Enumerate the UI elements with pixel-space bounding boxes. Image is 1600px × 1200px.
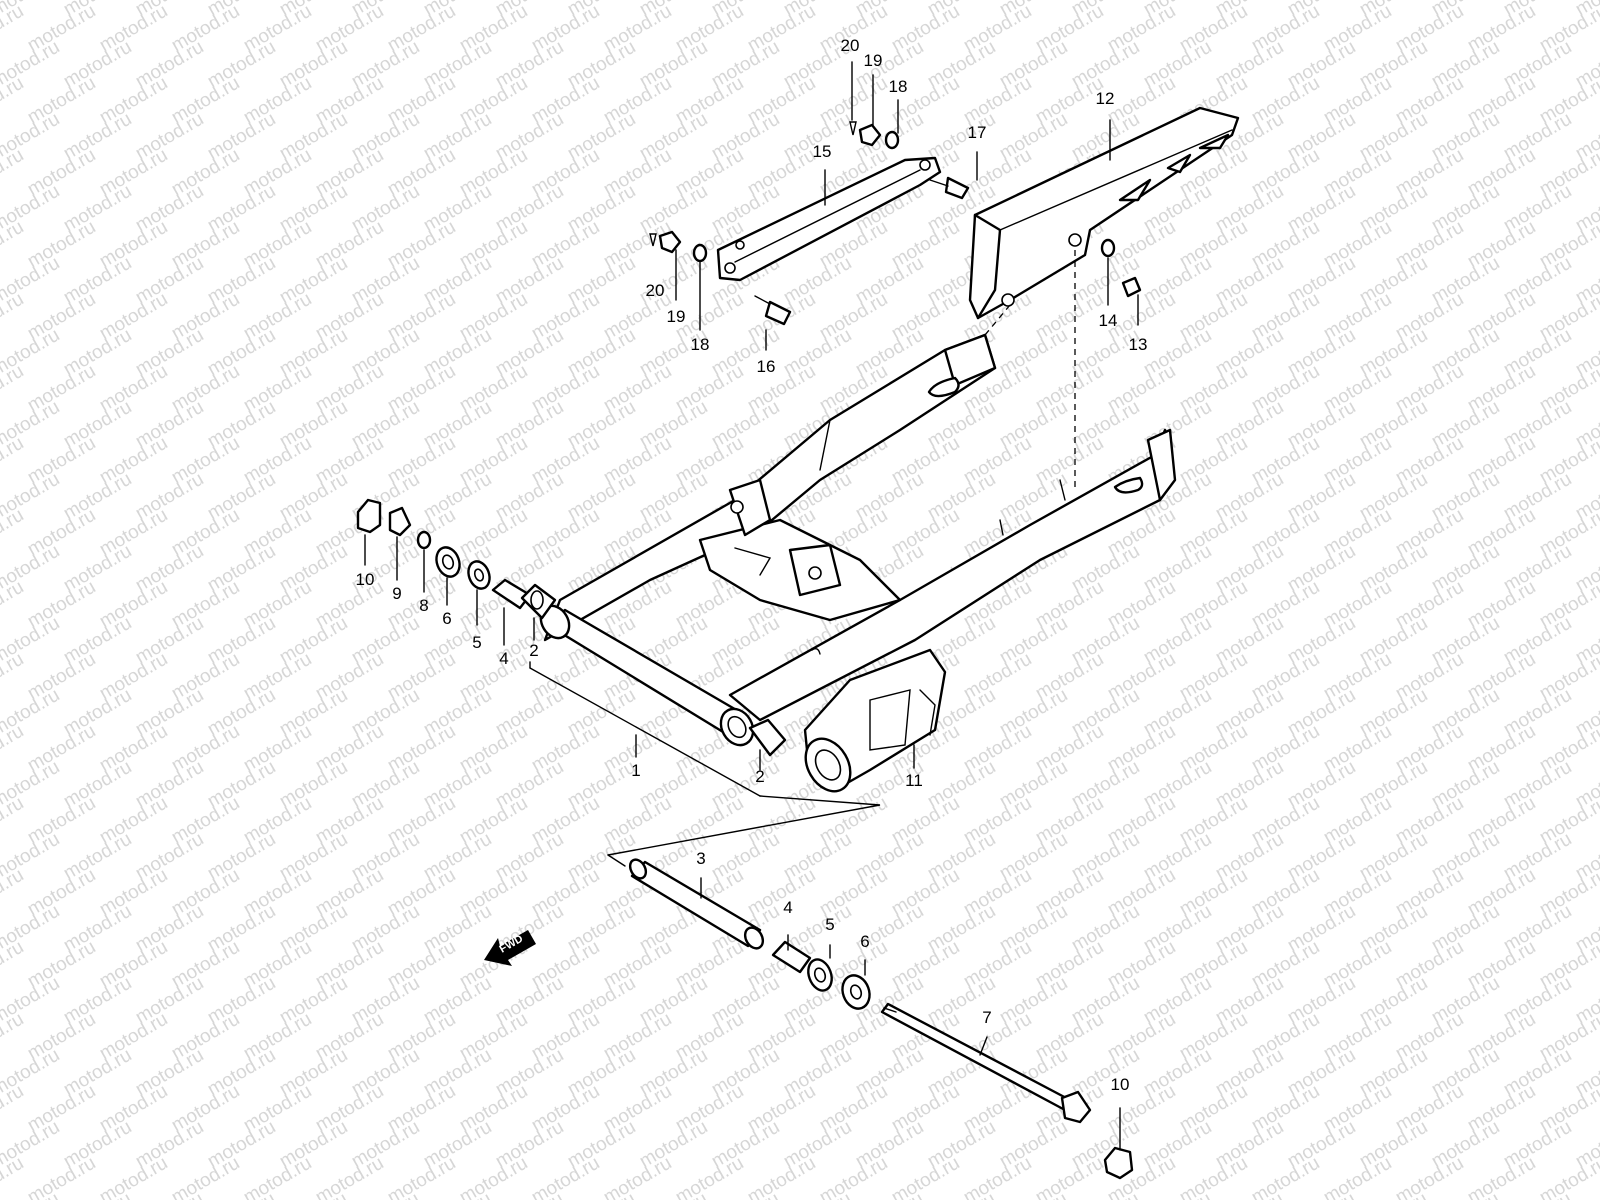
watermark-text: motod.ru	[0, 721, 27, 777]
watermark-text: motod.ru	[0, 793, 27, 849]
watermark-text: motod.ru	[0, 361, 27, 417]
callout-10-upper: 10	[356, 570, 375, 589]
callout-11: 11	[905, 771, 923, 790]
watermark-text: motod.ru	[0, 649, 27, 705]
watermark-text: motod.ru	[0, 505, 27, 561]
watermark-text: motod.ru	[1248, 1153, 1323, 1200]
leader-lines	[364, 61, 1139, 1151]
watermark-text: motod.ru	[0, 1153, 27, 1200]
swingarm-part-1	[539, 333, 1177, 747]
watermark-text: motod.ru	[456, 1153, 531, 1200]
callout-6-lower: 6	[860, 932, 869, 951]
watermark-text: motod.ru	[1536, 1153, 1600, 1200]
watermark-text: motod.ru	[1032, 1153, 1107, 1200]
watermark-text: motod.ru	[0, 1, 27, 57]
watermark-text: motod.ru	[24, 1153, 99, 1200]
callout-2-left: 2	[529, 641, 538, 660]
watermark-text: motod.ru	[1320, 1153, 1395, 1200]
callout-20-upper: 20	[841, 36, 860, 55]
watermark-text: motod.ru	[0, 1081, 27, 1137]
watermark-text: motod.ru	[240, 1153, 315, 1200]
callout-13: 13	[1129, 335, 1148, 354]
callout-6-upper: 6	[442, 609, 451, 628]
watermark-text: motod.ru	[384, 1153, 459, 1200]
callout-18-upper: 18	[889, 77, 908, 96]
watermark-text: motod.ru	[96, 1153, 171, 1200]
watermark-text: motod.ru	[888, 1153, 963, 1200]
callout-18-lower: 18	[691, 335, 710, 354]
watermark-text: motod.ru	[1176, 1153, 1251, 1200]
callout-7: 7	[982, 1008, 991, 1027]
callout-4-upper: 4	[499, 649, 508, 668]
callout-4-lower: 4	[783, 898, 792, 917]
watermark-text: motod.ru	[816, 1153, 891, 1200]
watermark-text: motod.ru	[1392, 1153, 1467, 1200]
callout-labels: 1 2 2 3 4 4 5 5 6 6 7 8 9 10 10 11 12 13…	[356, 36, 1148, 1094]
torque-link-part-15	[716, 156, 942, 282]
watermark-text: motod.ru	[0, 865, 27, 921]
watermark-text: motod.ru	[960, 1153, 1035, 1200]
chain-case-part-12	[968, 106, 1240, 320]
torque-link-hardware	[649, 121, 1142, 326]
watermark-text: motod.ru	[0, 145, 27, 201]
watermark-text: motod.ru	[312, 1153, 387, 1200]
watermark-text: motod.ru	[1464, 1153, 1539, 1200]
chain-guide-part-11	[803, 648, 947, 793]
callout-15: 15	[813, 142, 832, 161]
watermark-text: motod.ru	[600, 1153, 675, 1200]
watermark-text: motod.ru	[744, 1153, 819, 1200]
callout-19-lower: 19	[667, 307, 686, 326]
callout-9: 9	[392, 584, 401, 603]
callout-5-lower: 5	[825, 915, 834, 934]
watermark-text: motod.ru	[0, 1009, 27, 1065]
callout-17: 17	[968, 123, 987, 142]
callout-19-upper: 19	[864, 51, 883, 70]
callout-2-right: 2	[755, 767, 764, 786]
watermark-text: motod.ru	[0, 217, 27, 273]
watermark-text: motod.ru	[672, 1153, 747, 1200]
watermark-text: motod.ru	[0, 577, 27, 633]
pivot-hardware-lower	[628, 858, 1134, 1180]
callout-12: 12	[1096, 89, 1115, 108]
callout-20-lower: 20	[646, 281, 665, 300]
callout-8: 8	[419, 596, 428, 615]
callout-14: 14	[1099, 311, 1118, 330]
watermark-text: motod.ru	[0, 937, 27, 993]
watermark-text: motod.ru	[0, 289, 27, 345]
watermark-text: motod.ru	[168, 1153, 243, 1200]
callout-10-lower: 10	[1111, 1075, 1130, 1094]
watermark-text: motod.ru	[0, 73, 27, 129]
callout-5-upper: 5	[472, 633, 481, 652]
callout-16: 16	[757, 357, 776, 376]
callout-3: 3	[696, 849, 705, 868]
callout-1: 1	[631, 761, 640, 780]
pivot-hardware-left	[356, 498, 787, 757]
watermark-text: motod.ru	[0, 433, 27, 489]
watermark-text: motod.ru	[528, 1153, 603, 1200]
